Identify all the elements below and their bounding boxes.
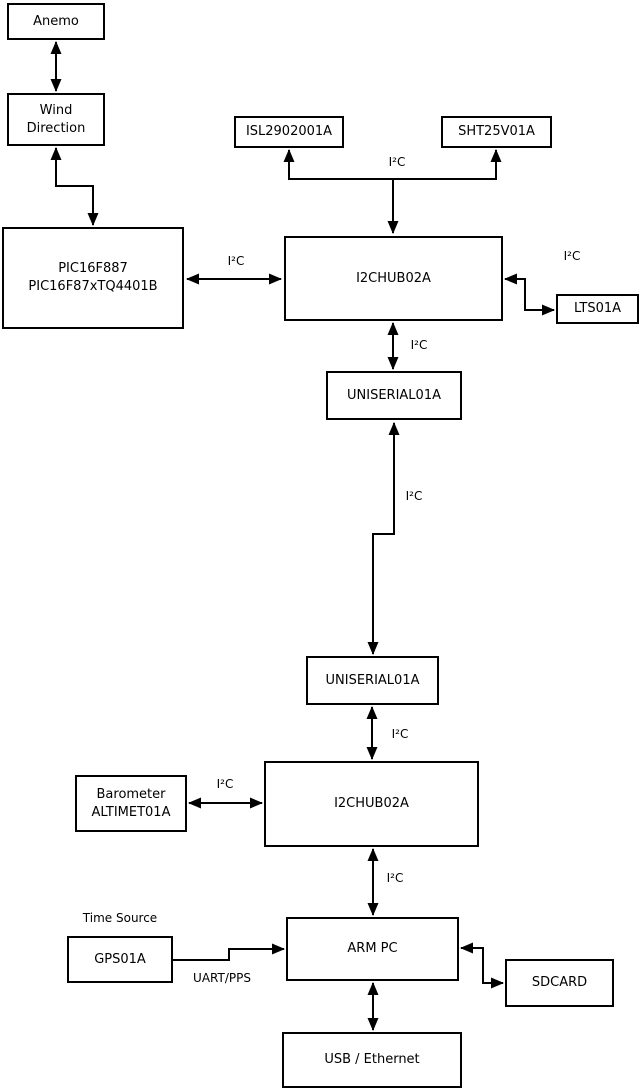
connector-i2chub-top-lts [504,273,555,316]
label-i2c-pic-hub: I²C [227,254,245,268]
node-barometer-label-1: Barometer [96,786,166,802]
label-i2c-uniserial-hub-bottom: I²C [391,727,409,741]
node-sdcard: SDCARD [505,959,614,1007]
label-uart-pps: UART/PPS [193,971,251,985]
node-barometer-label-2: ALTIMET01A [91,804,171,820]
label-i2c-uniserial-link: I²C [405,489,423,503]
node-isl2902001a: ISL2902001A [234,116,344,148]
node-uniserial01a-bottom-label: UNISERIAL01A [325,672,420,688]
node-anemo: Anemo [7,3,105,40]
node-i2chub02a-top: I2CHUB02A [284,236,503,321]
label-i2c-hub-uniserial-top: I²C [410,338,428,352]
node-arm-pc-label: ARM PC [347,941,398,957]
connector-gps-armpc [173,943,285,961]
label-i2c-branch: I²C [388,155,406,169]
node-sht25v01a: SHT25V01A [441,116,552,148]
node-wind-direction: Wind Direction [7,93,105,146]
node-i2chub02a-top-label: I2CHUB02A [356,270,431,286]
node-anemo-label: Anemo [33,13,79,29]
node-i2chub02a-bottom: I2CHUB02A [264,761,479,847]
node-lts01a-label: LTS01A [573,301,622,317]
node-uniserial01a-top: UNISERIAL01A [326,371,462,420]
connector-uniserial-top-uniserial-bottom [367,422,400,655]
node-pic16f887-label-1: PIC16F887 [58,261,128,277]
node-arm-pc: ARM PC [286,917,459,981]
label-i2c-barometer: I²C [216,777,234,791]
node-lts01a: LTS01A [556,294,639,324]
node-sdcard-label: SDCARD [531,975,588,991]
node-wind-direction-label-2: Direction [26,120,86,136]
node-isl2902001a-label: ISL2902001A [245,124,333,140]
connector-armpc-sdcard [460,942,504,989]
node-uniserial01a-bottom: UNISERIAL01A [306,656,439,705]
node-gps01a-label: GPS01A [94,951,146,967]
label-time-source: Time Source [82,911,158,925]
node-i2chub02a-bottom-label: I2CHUB02A [334,796,409,812]
connector-wind-pic [50,147,99,226]
node-uniserial01a-top-label: UNISERIAL01A [347,387,441,403]
label-i2c-lts: I²C [563,249,581,263]
node-gps01a: GPS01A [67,936,173,983]
label-i2c-hub-armpc: I²C [386,871,404,885]
node-sht25v01a-label: SHT25V01A [458,124,535,140]
node-pic16f887: PIC16F887 PIC16F87xTQ4401B [2,227,184,329]
node-pic16f887-label-2: PIC16F87xTQ4401B [28,279,158,294]
node-barometer: Barometer ALTIMET01A [75,775,187,832]
node-usb-ethernet-label: USB / Ethernet [324,1052,420,1068]
node-wind-direction-label-1: Wind [39,102,73,118]
node-usb-ethernet: USB / Ethernet [282,1032,462,1088]
